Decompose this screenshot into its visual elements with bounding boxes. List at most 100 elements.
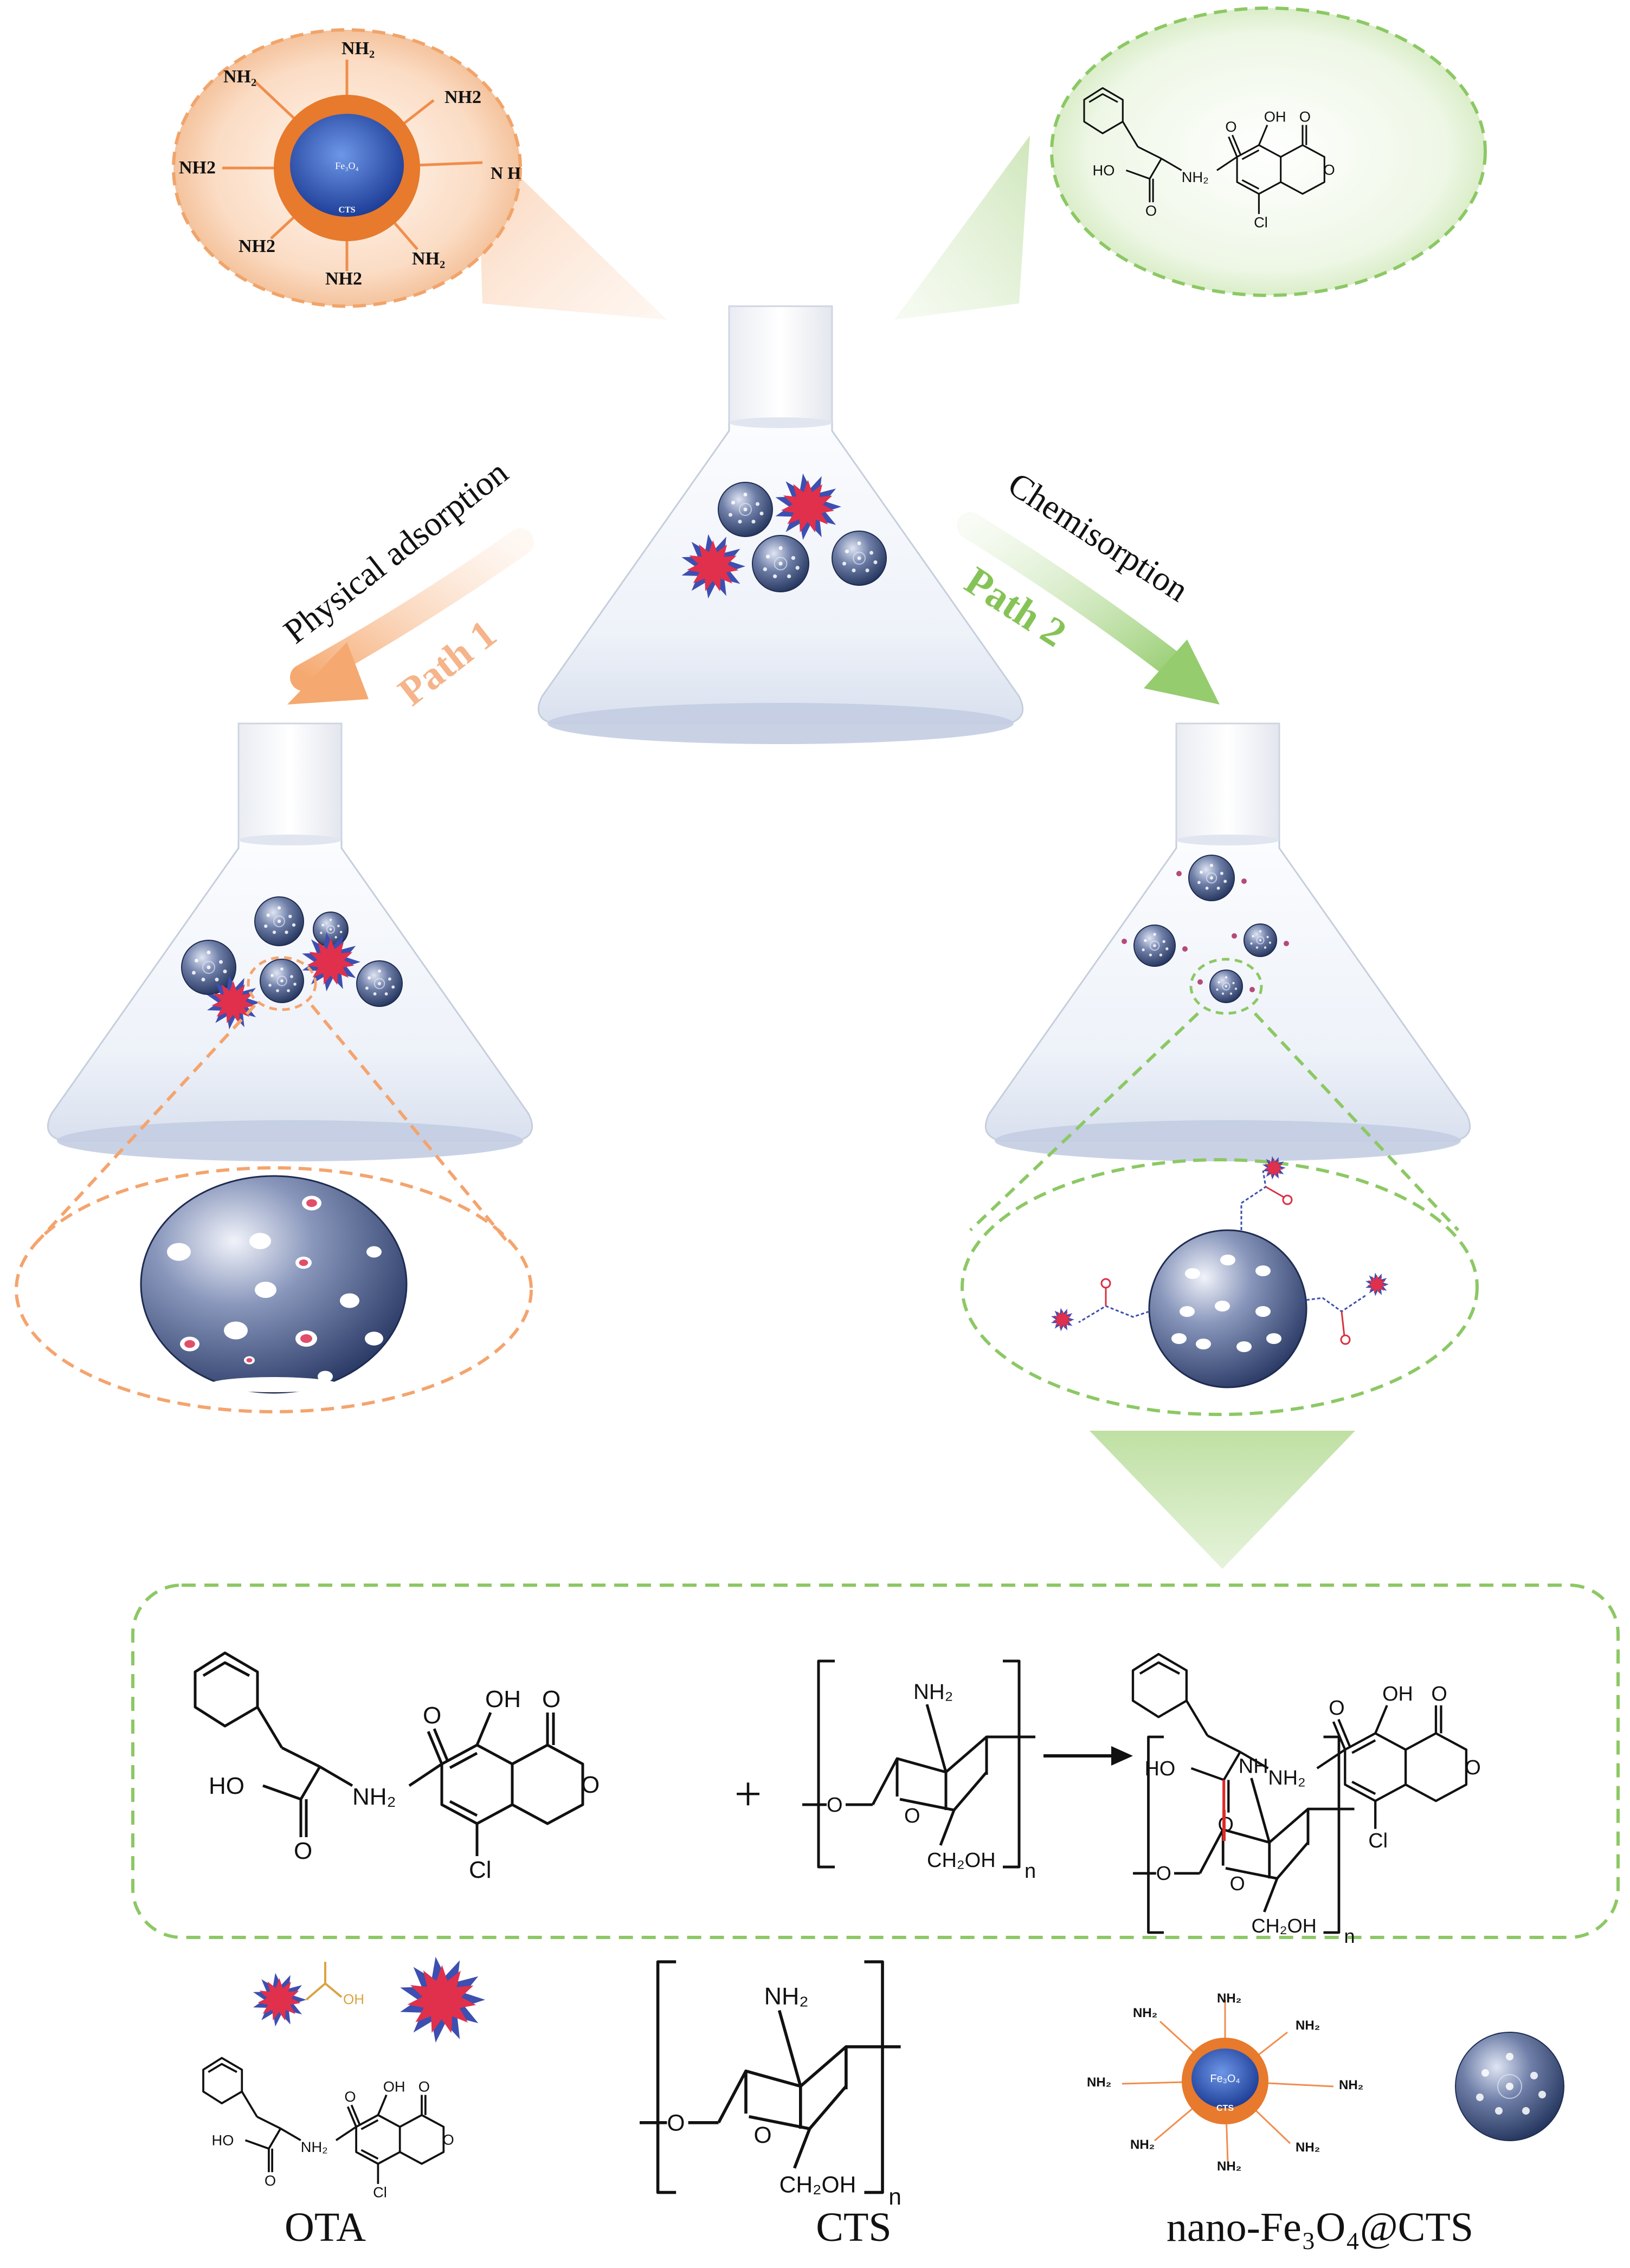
cts-ch2oh: CH₂OH bbox=[779, 2172, 856, 2198]
cts-ring-o: O bbox=[1230, 1872, 1245, 1895]
oh-label: OH bbox=[1382, 1683, 1413, 1705]
ring-o-label: O bbox=[1465, 1756, 1480, 1779]
amide-bond bbox=[335, 2125, 357, 2141]
right-sphere-4 bbox=[1209, 970, 1243, 1003]
ch2-bond bbox=[1122, 121, 1139, 147]
large-bonded-sphere bbox=[1051, 1156, 1389, 1388]
phenyl-ring bbox=[1131, 1653, 1188, 1718]
n-bond bbox=[280, 2127, 301, 2141]
big-right-pore-1 bbox=[1185, 1268, 1200, 1279]
path1-arrow-head bbox=[287, 642, 369, 705]
amino-label-4: N H bbox=[491, 163, 521, 183]
core-label: Fe₃O₄ bbox=[335, 160, 359, 171]
aromatic-inner-2 bbox=[360, 2149, 379, 2160]
lactone-ring bbox=[399, 2114, 445, 2165]
center-ota-1 bbox=[775, 473, 841, 540]
chemisorption-label: Chemisorption bbox=[1001, 464, 1195, 609]
c6-bond bbox=[1263, 1878, 1279, 1912]
legend-cooh-bond bbox=[305, 1982, 343, 2001]
chem-zoom-source bbox=[1189, 958, 1263, 1015]
lactone-ring bbox=[511, 1743, 584, 1825]
cl-label: Cl bbox=[373, 2184, 387, 2201]
flask-base bbox=[995, 1120, 1461, 1161]
right-bracket bbox=[1323, 1735, 1341, 1934]
big-right-pore-6 bbox=[1255, 1306, 1271, 1317]
down-pointer bbox=[1090, 1431, 1355, 1569]
right-sphere-1 bbox=[1188, 855, 1235, 901]
physical-zoom-line-left bbox=[36, 1004, 256, 1243]
cts-ch2oh: CH₂OH bbox=[1252, 1915, 1317, 1937]
left-bracket bbox=[1147, 1735, 1164, 1934]
amino-label-8: NH2 bbox=[325, 269, 362, 289]
linker-carbonyl-3 bbox=[1341, 1311, 1345, 1336]
n-bond bbox=[319, 1765, 353, 1787]
right-bound-ota-2a bbox=[1122, 939, 1127, 944]
nano-amino-7: NH₂ bbox=[1217, 2159, 1241, 2174]
large-adsorbent-sphere bbox=[140, 1175, 408, 1394]
c-oh-bond bbox=[262, 1784, 301, 1801]
ho-label: HO bbox=[1145, 1757, 1176, 1780]
phenyl-inner bbox=[208, 2063, 237, 2073]
lactone-o-label: O bbox=[1299, 108, 1311, 125]
physical-zoom-ellipse bbox=[15, 1166, 533, 1413]
center-ota-2 bbox=[681, 534, 745, 599]
chem-zoom-line-right bbox=[1253, 1012, 1460, 1232]
cts-link-o: O bbox=[667, 2110, 685, 2136]
aromatic-ring bbox=[355, 2114, 401, 2165]
repeat-n: n bbox=[888, 2184, 901, 2210]
ho-label: HO bbox=[212, 2132, 234, 2149]
phenyl-inner bbox=[202, 1661, 250, 1677]
amide-o-label: O bbox=[423, 1702, 441, 1729]
flask-physical bbox=[47, 722, 533, 1161]
shell-label: CTS bbox=[338, 205, 355, 215]
right-bracket bbox=[864, 1960, 884, 2194]
top-right-pointer bbox=[894, 135, 1030, 320]
left-bracket bbox=[817, 1659, 835, 1869]
big-left-adsorbed-ota-8 bbox=[300, 1334, 312, 1343]
right-sphere-2 bbox=[1133, 925, 1176, 967]
path1-arrow bbox=[287, 528, 534, 705]
amide-bond bbox=[1216, 156, 1238, 171]
cooh-o-label: O bbox=[1145, 202, 1157, 219]
nano-amino-3: NH₂ bbox=[1296, 2018, 1320, 2033]
oh-bond bbox=[377, 2094, 388, 2116]
cooh-bond bbox=[1222, 1751, 1241, 1781]
legend-cooh-oh: OH bbox=[343, 1991, 364, 2007]
repeat-n: n bbox=[1344, 1925, 1355, 1947]
flask-base bbox=[547, 703, 1014, 744]
nano-core-label: Fe₃O₄ bbox=[1210, 2073, 1240, 2085]
c2-n-bond bbox=[1250, 1778, 1271, 1843]
left-sphere-3 bbox=[181, 940, 236, 995]
amino-label-1: NH₂ bbox=[342, 38, 375, 59]
ho-label: HO bbox=[209, 1773, 244, 1799]
oh-label: OH bbox=[1264, 108, 1286, 125]
big-left-pore-4 bbox=[255, 1282, 276, 1298]
amide-o-label: O bbox=[344, 2088, 356, 2105]
center-sphere-2 bbox=[752, 535, 809, 592]
nh2-label: NH₂ bbox=[1268, 1767, 1305, 1789]
amide-co-2 bbox=[1337, 1718, 1351, 1748]
big-left-bottom-highlight bbox=[209, 1377, 339, 1392]
lactone-o-label: O bbox=[418, 2078, 430, 2095]
aromatic-inner-2 bbox=[1351, 1780, 1376, 1795]
n-bond bbox=[1161, 158, 1182, 171]
big-right-pore-5 bbox=[1215, 1301, 1230, 1311]
c6-bond bbox=[939, 1810, 956, 1846]
nano-amino-5: NH₂ bbox=[1339, 2078, 1363, 2092]
repeat-n: n bbox=[1025, 1860, 1036, 1883]
amino-label-5: NH₂ bbox=[412, 249, 445, 269]
nano-amino-8: NH₂ bbox=[1296, 2140, 1320, 2155]
big-right-pore-3 bbox=[1255, 1265, 1271, 1276]
ring-o-label: O bbox=[442, 2131, 454, 2148]
amide-co-2 bbox=[350, 2104, 361, 2126]
ch2-bond bbox=[256, 1706, 284, 1749]
nano-amino-1: NH₂ bbox=[1217, 1991, 1241, 2006]
